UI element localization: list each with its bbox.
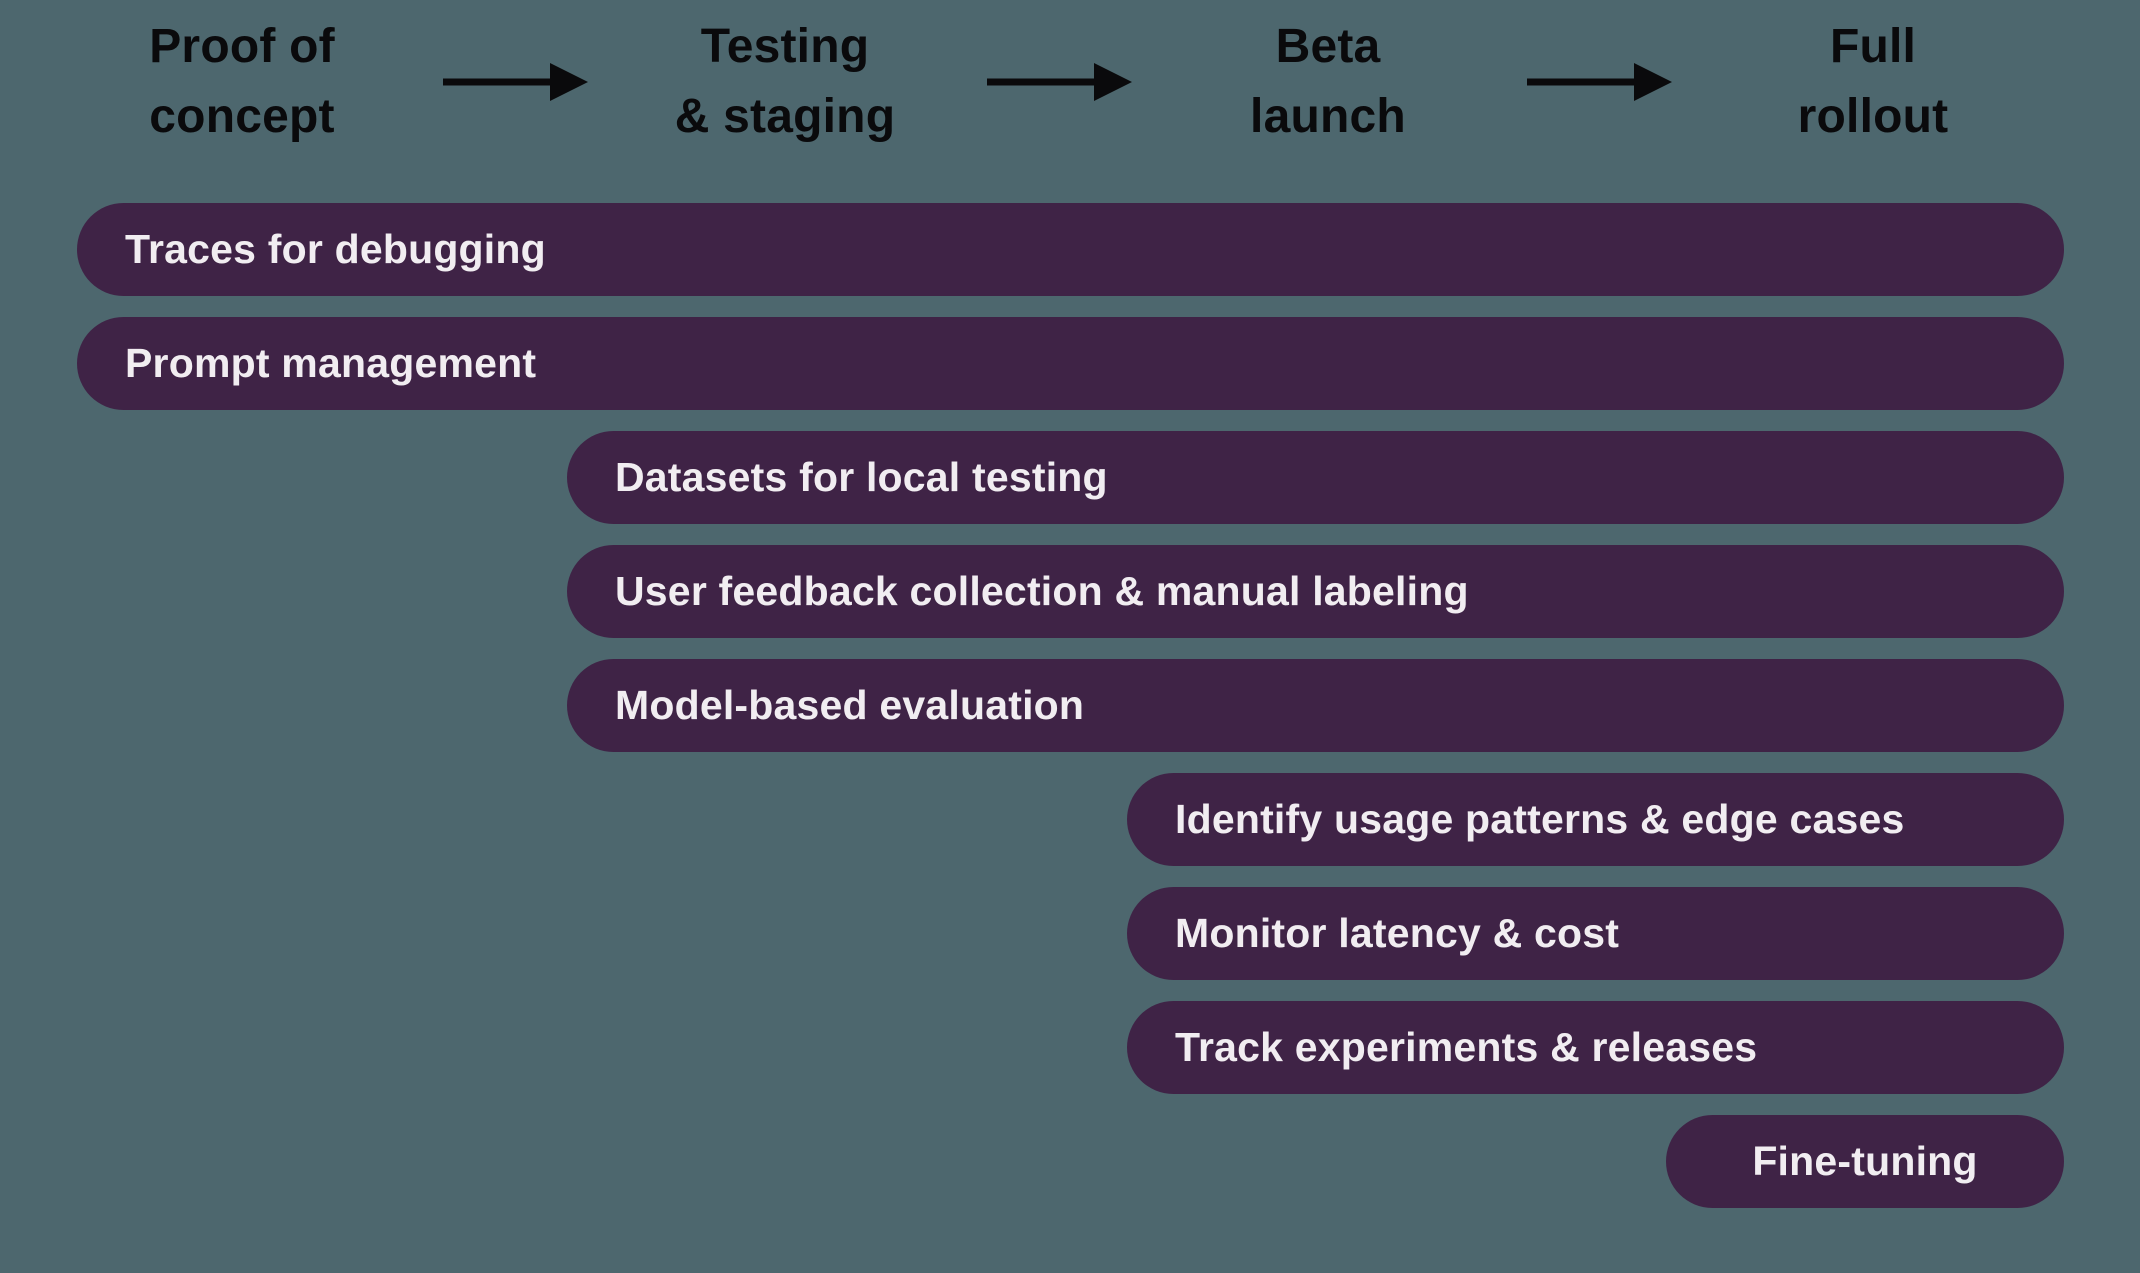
arrow-right-icon: [987, 63, 1132, 101]
arrow-right-icon: [443, 63, 588, 101]
bar-monitor-latency-cost: Monitor latency & cost: [1127, 887, 2064, 980]
bar-fine-tuning: Fine-tuning: [1666, 1115, 2064, 1208]
bar-model-based-evaluation: Model-based evaluation: [567, 659, 2064, 752]
bar-label: User feedback collection & manual labeli…: [615, 568, 1469, 614]
bar-label: Datasets for local testing: [615, 454, 1108, 500]
phase-label-line: Beta: [1275, 20, 1381, 73]
phase-label-line: concept: [149, 90, 335, 143]
phase-label-line: Testing: [700, 20, 870, 73]
phase-label-line: & staging: [674, 90, 896, 143]
bar-label: Monitor latency & cost: [1175, 910, 1620, 956]
bar-traces-for-debugging: Traces for debugging: [77, 203, 2064, 296]
bar-user-feedback-collection-manual-labeling: User feedback collection & manual labeli…: [567, 545, 2064, 638]
phase-label-proof-of-concept: Proof of concept: [2, 12, 482, 152]
phase-label-line: Proof of: [149, 20, 335, 73]
phase-label-line: launch: [1250, 90, 1406, 143]
bar-label: Traces for debugging: [125, 226, 546, 272]
phase-label-beta-launch: Beta launch: [1088, 12, 1568, 152]
bar-track-experiments-releases: Track experiments & releases: [1127, 1001, 2064, 1094]
bar-label: Identify usage patterns & edge cases: [1175, 796, 1905, 842]
bar-label: Track experiments & releases: [1175, 1024, 1758, 1070]
phase-label-testing-staging: Testing & staging: [545, 12, 1025, 152]
bar-datasets-for-local-testing: Datasets for local testing: [567, 431, 2064, 524]
phase-label-line: rollout: [1797, 90, 1949, 143]
bar-prompt-management: Prompt management: [77, 317, 2064, 410]
arrow-right-icon: [1527, 63, 1672, 101]
phase-label-full-rollout: Full rollout: [1633, 12, 2113, 152]
bar-label: Fine-tuning: [1752, 1138, 1978, 1184]
bar-label: Model-based evaluation: [615, 682, 1085, 728]
phase-label-line: Full: [1829, 20, 1917, 73]
bar-label: Prompt management: [125, 340, 537, 386]
bar-identify-usage-patterns-edge-cases: Identify usage patterns & edge cases: [1127, 773, 2064, 866]
